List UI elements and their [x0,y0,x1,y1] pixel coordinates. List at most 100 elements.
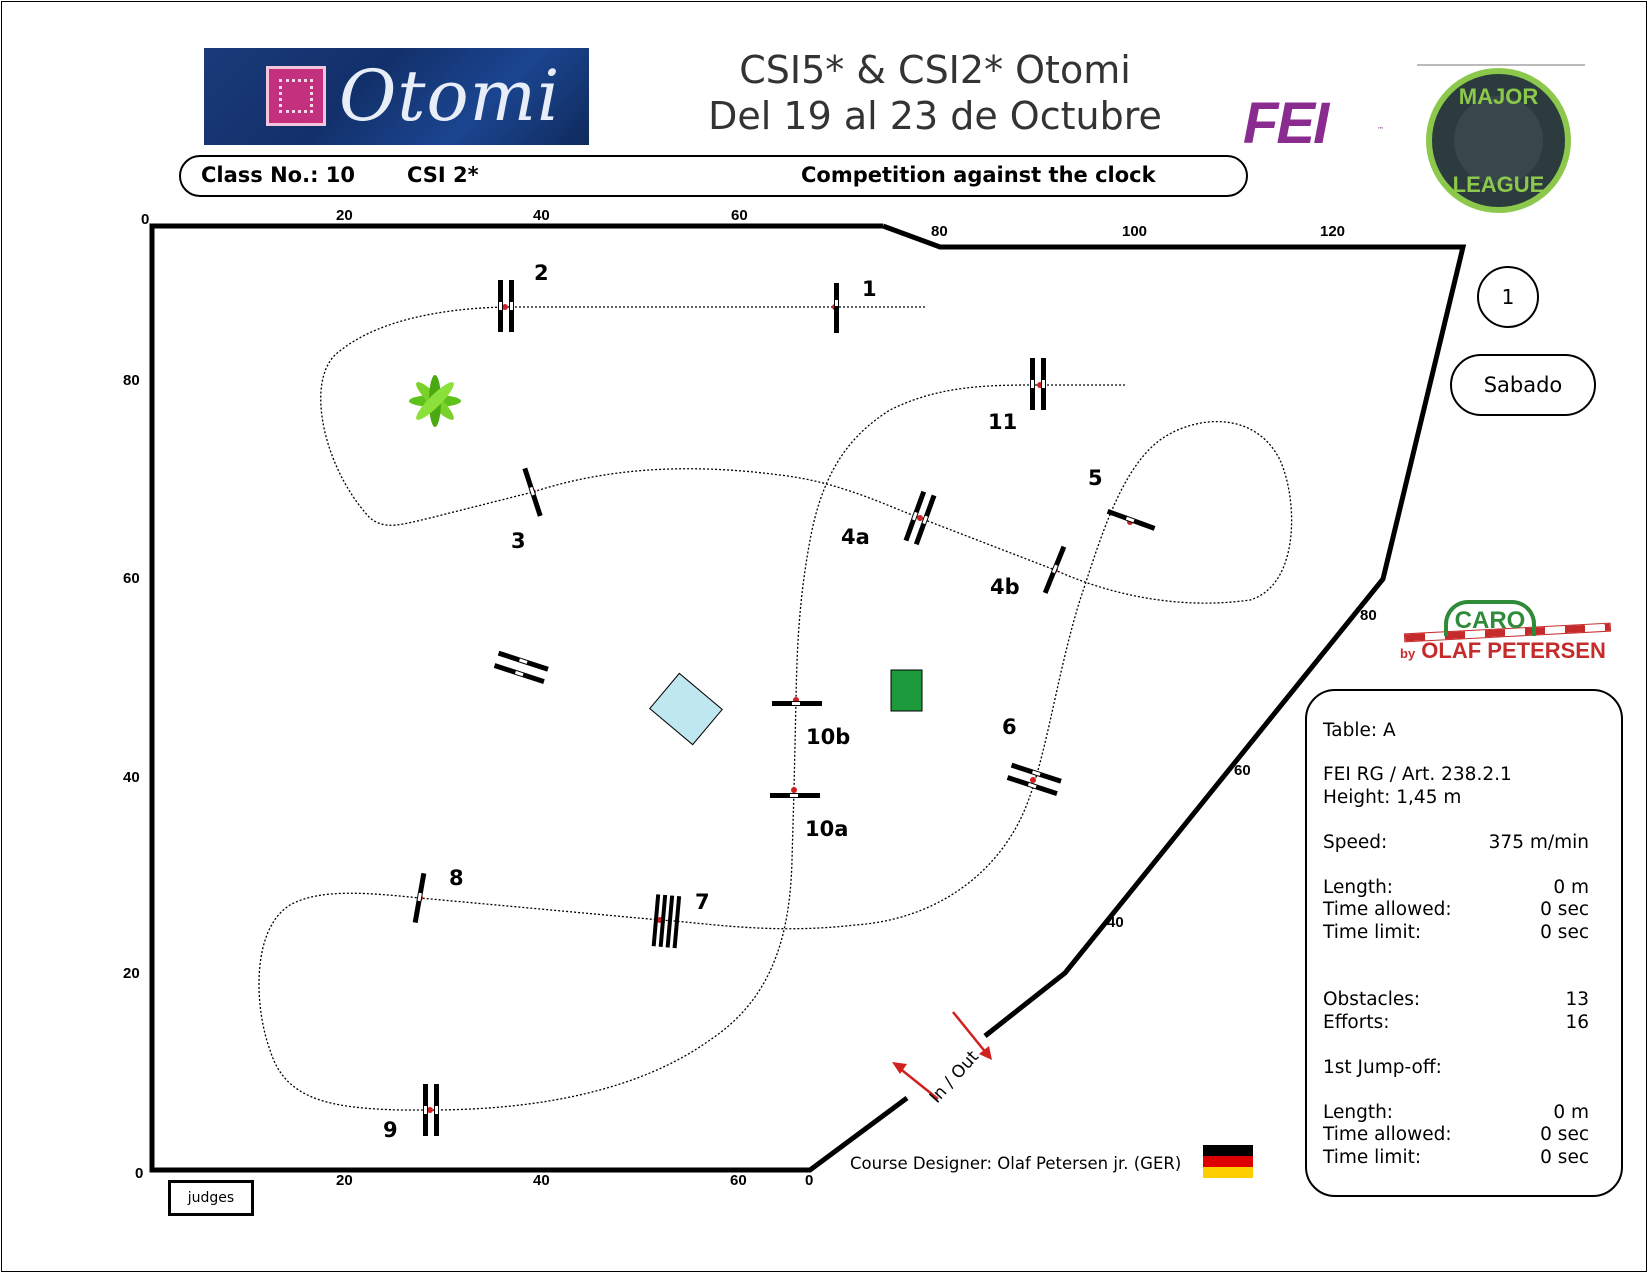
german-flag-icon [1203,1145,1253,1178]
otomi-emblem-icon [266,66,326,126]
jo-time-limit-value: 0 sec [1540,1147,1589,1168]
speed-value: 375 m/min [1488,832,1589,853]
bottom-tick: 0 [805,1172,813,1189]
caro-logo: CARO by OLAF PETERSEN [1400,600,1612,668]
course-track [258,306,1293,1111]
top-tick: 120 [1320,223,1345,240]
obstacle-label: 10a [805,817,848,841]
obstacle-label: 11 [988,410,1017,434]
water-jump [649,672,723,746]
efforts-value: 16 [1565,1012,1589,1033]
obstacle-label: 8 [449,866,464,890]
jo-time-limit-label: Time limit: [1323,1147,1422,1168]
obstacle-9 [423,1084,439,1136]
class-number: Class No.: 10 [201,163,356,187]
table-value: A [1382,720,1396,741]
otomi-logo-text: Otomi [339,55,561,137]
diagonal-tick: 80 [1360,607,1377,624]
major-league-logo: MAJOR LEAGUE [1426,68,1571,213]
caro-byline: by OLAF PETERSEN [1400,638,1606,664]
obstacle-10b [772,701,822,706]
caro-by-name: OLAF PETERSEN [1421,638,1606,663]
spare-obstacle [493,650,549,684]
left-tick: 40 [123,769,140,786]
caro-brand: CARO [1444,600,1536,636]
obstacle-label: 6 [1002,715,1017,739]
diagonal-tick: 40 [1107,914,1124,931]
event-dates: Del 19 al 23 de Octubre [708,94,1162,138]
fei-trademark: ™ [1377,126,1384,134]
obstacle-label: 10b [806,725,850,749]
height-label: Height: [1323,787,1391,808]
obstacle-label: 7 [695,890,710,914]
left-tick: 0 [135,1165,143,1182]
event-title: CSI5* & CSI2* Otomi [739,48,1131,92]
obstacle-7 [651,894,682,949]
time-allowed-value: 0 sec [1540,899,1589,920]
speed-label: Speed: [1323,832,1388,853]
obstacle-4b [1042,545,1067,594]
jo-time-allowed-label: Time allowed: [1323,1124,1452,1145]
obstacle-2 [498,280,514,332]
obstacles-label: Obstacles: [1323,989,1421,1010]
obstacle-11 [1030,358,1046,410]
obstacle-label: 4b [990,575,1020,599]
bottom-tick: 40 [533,1172,550,1189]
course-designer: Course Designer: Olaf Petersen jr. (GER) [850,1154,1182,1173]
obstacle-label: 2 [534,261,549,285]
page-number: 1 [1477,266,1539,328]
obstacle-3 [522,467,543,517]
top-tick: 80 [931,223,948,240]
left-tick: 80 [123,372,140,389]
plant-icon [409,375,461,427]
obstacle-5 [1106,508,1156,531]
gate-arrows [892,1011,992,1100]
major-league-top-text: MAJOR [1458,84,1539,109]
obstacle-8 [412,872,427,923]
obstacle-label: 3 [511,529,526,553]
obstacle-10a [770,793,820,798]
class-bar: Class No.: 10 CSI 2* Competition against… [179,155,1248,197]
major-league-bottom-text: LEAGUE [1452,172,1545,197]
bottom-tick: 60 [730,1172,747,1189]
info-panel: Table: A FEI RG / Art. 238.2.1 Height: 1… [1305,689,1623,1197]
diagonal-tick: 60 [1234,762,1251,779]
fei-logo: FEI [1243,91,1329,156]
obstacle-label: 4a [841,525,870,549]
caro-by-prefix: by [1400,646,1416,661]
day-label: Sabado [1450,354,1596,416]
obstacle-1 [834,283,839,333]
arrow-markers [417,304,1133,1113]
flag-stripe [1203,1156,1253,1167]
green-box [890,669,923,712]
jo-length-value: 0 m [1553,1102,1589,1123]
bottom-tick: 20 [336,1172,353,1189]
obstacle-label: 1 [862,277,877,301]
otomi-logo: Otomi [204,48,589,145]
time-limit-value: 0 sec [1540,922,1589,943]
jo-time-allowed-value: 0 sec [1540,1124,1589,1145]
table-label-text: Table: [1323,720,1378,741]
flag-stripe [1203,1145,1253,1156]
jo-length-label: Length: [1323,1102,1394,1123]
competition-type: Competition against the clock [801,163,1156,187]
jumpoff-label: 1st Jump-off: [1323,1057,1442,1078]
time-allowed-label: Time allowed: [1323,899,1452,920]
top-tick: 100 [1122,223,1147,240]
divider-line [1417,64,1585,66]
obstacles-value: 13 [1565,989,1589,1010]
height: Height: 1,45 m [1323,787,1461,808]
table-label: Table: A [1323,720,1396,741]
judges-box: judges [168,1180,254,1216]
flag-stripe [1203,1167,1253,1178]
horse-icon [1454,96,1543,185]
top-tick: 60 [731,207,748,224]
rule: FEI RG / Art. 238.2.1 [1323,764,1512,785]
height-value: 1,45 m [1396,787,1462,808]
class-level: CSI 2* [407,163,479,187]
left-tick: 20 [123,965,140,982]
length-value: 0 m [1553,877,1589,898]
top-tick: 20 [336,207,353,224]
